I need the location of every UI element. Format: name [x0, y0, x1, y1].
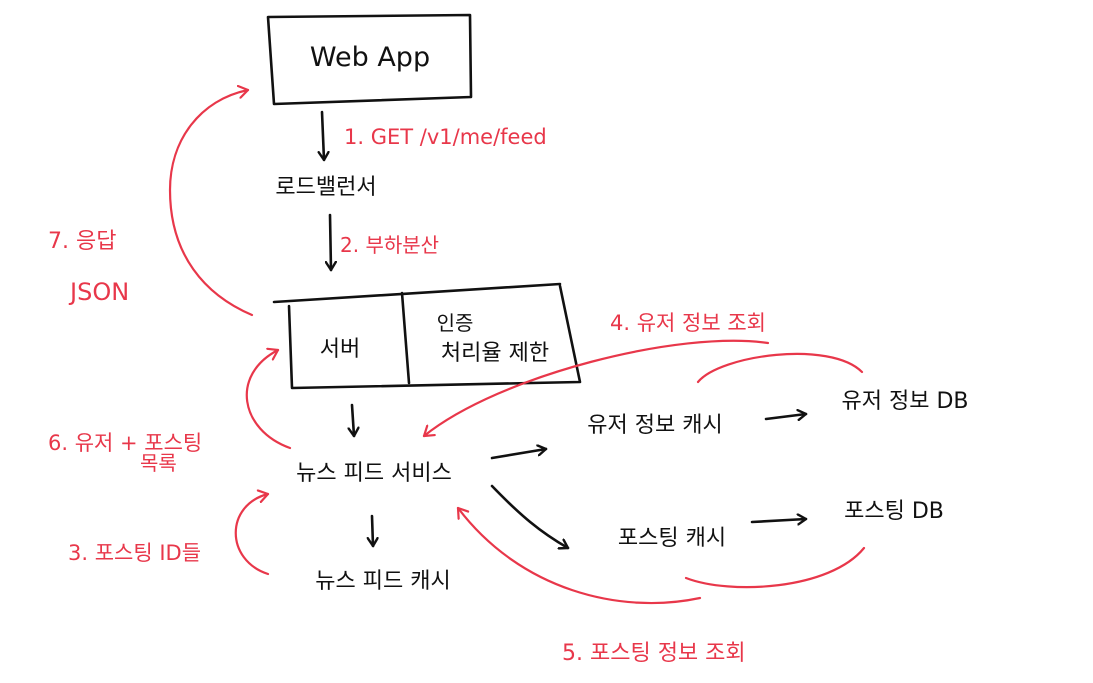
- web-app-box: [266, 13, 473, 106]
- news-feed-cache-label: 뉴스 피드 캐시: [315, 569, 450, 594]
- user-info-cache-label: 유저 정보 캐시: [587, 413, 722, 438]
- arrow-user-cache-to-user-db: [764, 414, 808, 419]
- server-box-outline: [287, 284, 582, 390]
- server-box-divider: [400, 291, 411, 385]
- web-app-node: Web App: [266, 13, 473, 106]
- step2-label: 2. 부하분산: [340, 233, 439, 257]
- step5-request-curve: [456, 506, 702, 605]
- arrow-webapp-to-lb: [322, 110, 324, 162]
- step5-db-curve: [684, 546, 866, 589]
- news-feed-service-label: 뉴스 피드 서비스: [296, 461, 452, 486]
- step5-label: 5. 포스팅 정보 조회: [562, 641, 746, 666]
- step7-label-line2: JSON: [68, 278, 129, 306]
- post-cache-label: 포스팅 캐시: [618, 526, 726, 551]
- step4-request-curve: [422, 339, 770, 438]
- step3-return-arrow: [234, 494, 270, 576]
- arrow-server-to-feed-service: [352, 403, 354, 438]
- auth-label-line1: 인증: [437, 311, 474, 335]
- step7-label-line1: 7. 응답: [48, 229, 116, 254]
- server-box-top: [272, 282, 562, 304]
- arrow-feed-service-to-post-cache: [490, 484, 570, 548]
- server-label: 서버: [320, 337, 360, 362]
- step7-return-arrow: [168, 90, 254, 317]
- step1-label: 1. GET /v1/me/feed: [344, 125, 547, 149]
- arrow-lb-to-server: [330, 213, 331, 272]
- web-app-label: Web App: [310, 42, 430, 73]
- arrow-post-cache-to-post-db: [750, 519, 808, 522]
- load-balancer-label: 로드밸런서: [275, 175, 376, 200]
- step4-label: 4. 유저 정보 조회: [610, 311, 766, 335]
- post-db-label: 포스팅 DB: [844, 499, 944, 524]
- server-node: 서버 인증 처리율 제한: [272, 282, 582, 390]
- step6-return-arrow: [245, 350, 292, 450]
- auth-label-line2: 처리율 제한: [441, 341, 549, 366]
- user-info-db-label: 유저 정보 DB: [842, 389, 969, 414]
- step6-label-line2: 목록: [140, 451, 177, 475]
- step4-db-curve: [696, 352, 864, 384]
- arrow-feed-service-to-user-cache: [490, 449, 548, 460]
- step3-label: 3. 포스팅 ID들: [68, 541, 201, 565]
- step6-label-line1: 6. 유저 + 포스팅: [48, 431, 202, 455]
- arrow-feed-service-to-feed-cache: [372, 514, 373, 548]
